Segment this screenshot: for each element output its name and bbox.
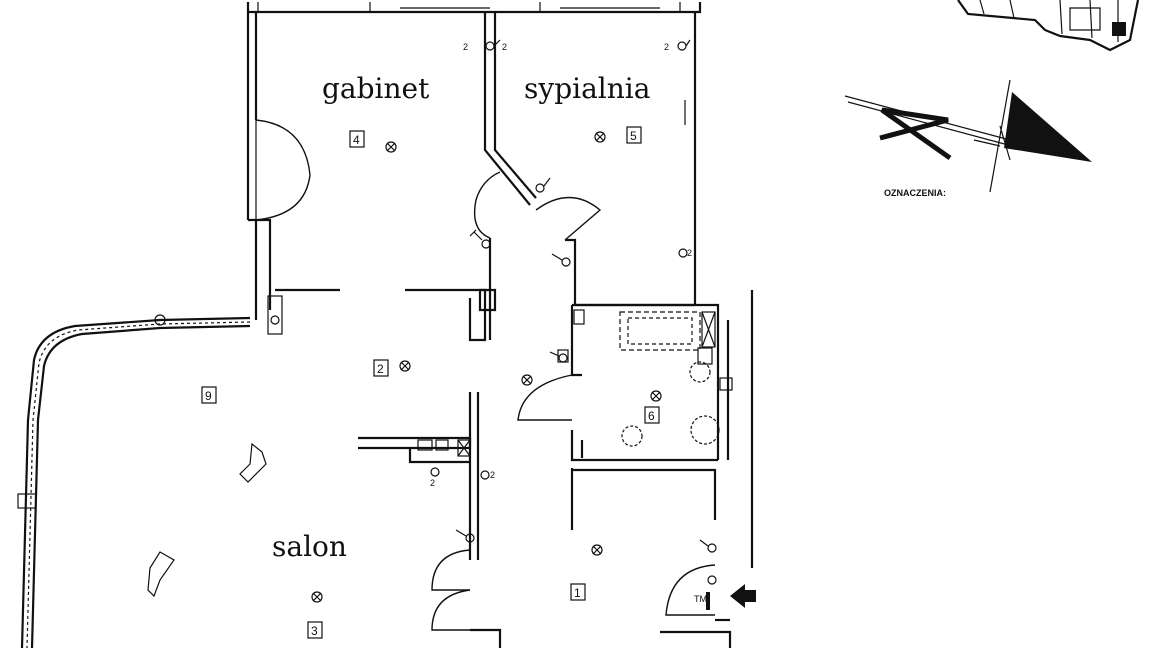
room-label-sypialnia: sypialnia [524,72,650,105]
switch-icon [677,39,691,51]
entrance-label: TM [694,594,707,604]
switch-icon [535,177,551,193]
light-icon [650,390,662,402]
legend-title: OZNACZENIA: [884,188,946,198]
room-number: 2 [377,362,384,376]
room-number: 4 [353,133,360,147]
light-icon [399,360,411,372]
switch-icon [430,467,440,477]
room-number: 6 [648,409,655,423]
switch-icon [551,253,571,267]
curved-wall [17,314,251,648]
switch-icon [678,248,688,258]
light-icon [594,131,606,143]
switch-icon [707,575,717,585]
switch-icon [480,470,490,480]
switch-icon [485,39,501,51]
light-icon [311,591,323,603]
doors [255,119,716,631]
fixtures [417,309,733,457]
entrance-arrow-icon [730,584,756,608]
structural-elements [147,295,283,598]
switch-symbols [430,39,717,585]
room-label-gabinet: gabinet [322,72,430,105]
room-number: 1 [574,586,581,600]
switch-mark: 2 [430,478,435,488]
switch-marks: 2 2 2 2 2 2 [430,42,692,488]
room-number: 3 [311,624,318,638]
switch-icon [455,529,475,543]
light-icon [385,141,397,153]
entrance: TM [694,584,756,610]
switch-mark: 2 [490,470,495,480]
switch-mark: 2 [687,248,692,258]
north-arrow [844,79,1092,193]
light-symbols [311,131,662,603]
room-label-salon: salon [272,530,347,563]
switch-mark: 2 [664,42,669,52]
room-number: 5 [630,129,637,143]
switch-icon [549,351,568,363]
switch-icon [469,229,491,249]
compass-arrow-icon [1004,92,1092,162]
switch-icon [699,539,717,553]
room-number: 9 [205,389,212,403]
light-icon [521,374,533,386]
light-icon [591,544,603,556]
room-numbers: 4 5 2 9 6 1 3 [201,126,660,639]
switch-mark: 2 [502,42,507,52]
switch-mark: 2 [463,42,468,52]
key-plan [957,0,1140,52]
